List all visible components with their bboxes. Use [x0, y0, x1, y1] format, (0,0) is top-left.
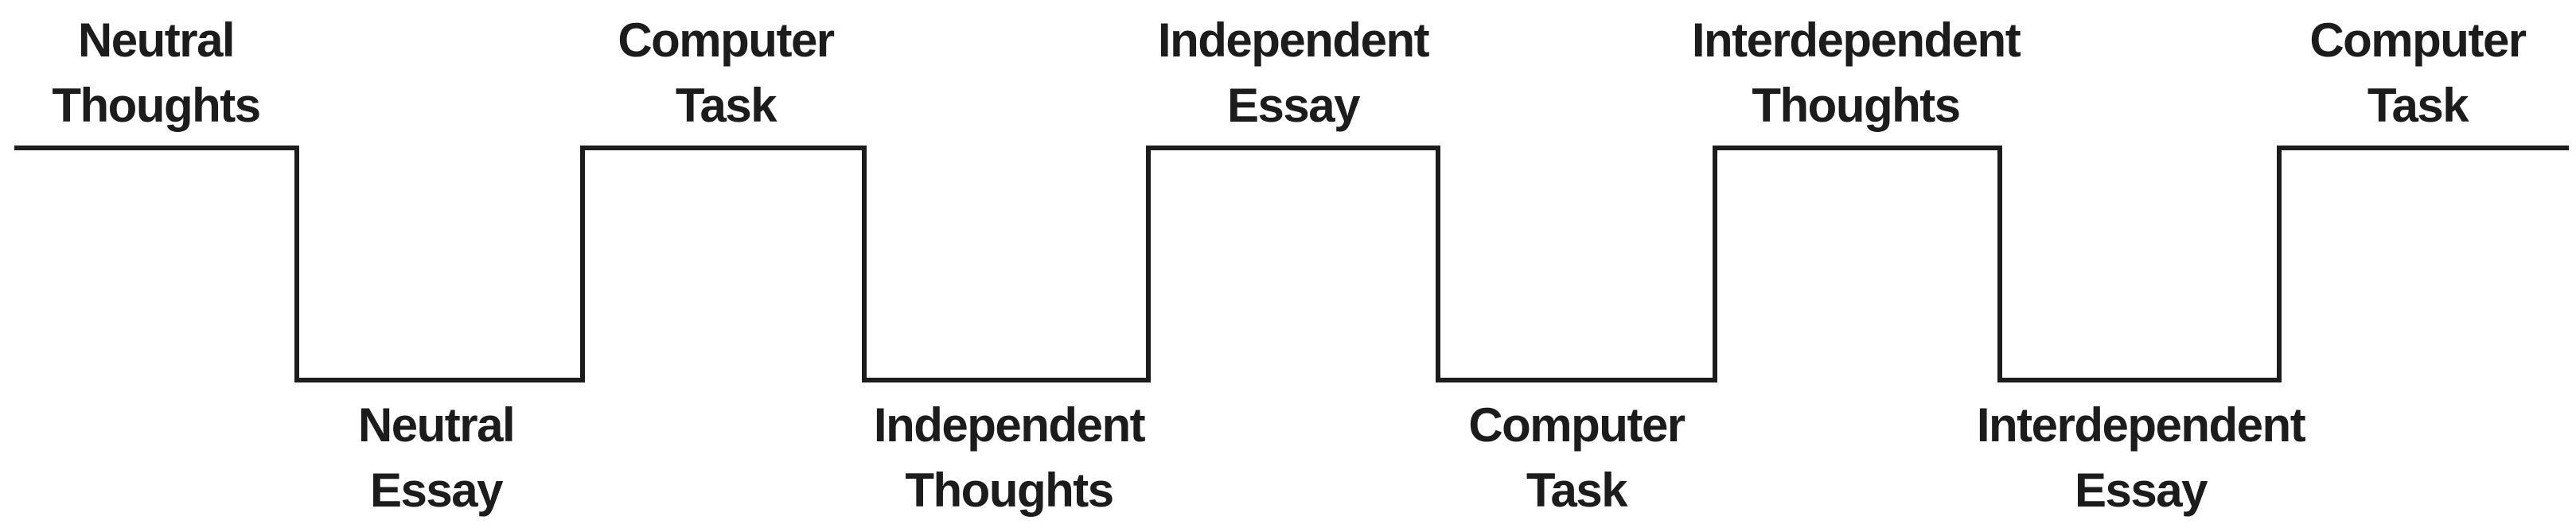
segment-label-line: Computer — [2309, 14, 2527, 67]
segment-label-line: Thoughts — [1752, 79, 1961, 132]
segment-label-line: Neutral — [77, 14, 236, 67]
segment-label-line: Computer — [618, 14, 835, 67]
segment-label-line: Thoughts — [905, 464, 1114, 517]
segment-label-line: Task — [675, 79, 777, 132]
segment-label-line: Independent — [1157, 14, 1430, 67]
segment-label-line: Essay — [370, 464, 504, 517]
segment-label-line: Interdependent — [1691, 14, 2021, 67]
segment-label-line: Task — [1526, 464, 1628, 517]
segment-label-line: Task — [2367, 79, 2469, 132]
segment-label-line: Essay — [1226, 79, 1361, 132]
segment-label-line: Neutral — [357, 398, 516, 452]
square-wave-path — [14, 146, 2569, 382]
segment-label-line: Computer — [1468, 398, 1686, 452]
segment-label-line: Independent — [873, 398, 1146, 452]
segment-label-line: Interdependent — [1976, 398, 2306, 452]
segment-label-line: Essay — [2074, 464, 2208, 517]
segment-label-line: Thoughts — [52, 79, 261, 132]
